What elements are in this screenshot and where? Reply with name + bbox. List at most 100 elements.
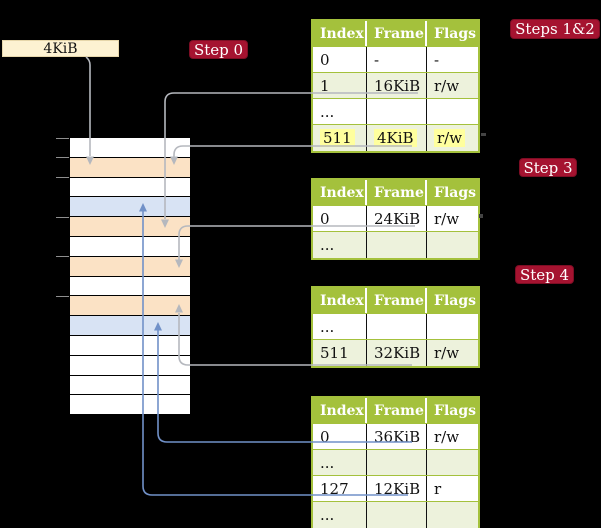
cell-flags: [427, 99, 478, 124]
cell-flags: r/w: [434, 344, 460, 362]
memory-row-40KiB: [70, 335, 190, 356]
highlighted-value: 4KiB: [374, 129, 417, 147]
badge-step-4: Step 4: [515, 265, 574, 284]
table-header-row: Index Frame Flags: [313, 180, 478, 206]
table-row: 0 - -: [313, 47, 478, 73]
cell-flags: r/w: [434, 76, 460, 95]
clipped-arrow-dash: [479, 214, 483, 218]
cell-frame: [367, 502, 427, 528]
cell-frame: 32KiB: [367, 340, 427, 366]
header-flags: Flags: [434, 292, 476, 309]
memory-row-12KiB: [70, 197, 190, 218]
cell-flags: r: [434, 479, 442, 498]
cell-flags: r/w: [434, 427, 460, 446]
cell-index: ...: [313, 232, 367, 258]
address-tick: [56, 295, 69, 297]
memory-row-0KiB: [70, 138, 190, 158]
memory-row-4KiB: [70, 157, 190, 178]
header-frame: Frame: [367, 21, 427, 46]
table-row: ...: [313, 450, 478, 476]
cell-frame: [367, 314, 427, 339]
header-index: Index: [313, 21, 367, 46]
address-tick: [56, 157, 69, 159]
cell-index: 0: [313, 206, 367, 231]
cell-flags: -: [434, 50, 440, 69]
table-row: ...: [313, 99, 478, 125]
badge-steps-1-2: Steps 1&2: [510, 19, 600, 39]
header-index: Index: [313, 398, 367, 423]
memory-column: [56, 137, 190, 416]
badge-step-0: Step 0: [189, 40, 248, 59]
cell-index: 511: [313, 125, 367, 151]
address-tick: [56, 256, 69, 258]
header-index: Index: [313, 288, 367, 313]
cell-flags: [427, 450, 478, 475]
header-frame: Frame: [367, 288, 427, 313]
memory-row-44KiB: [70, 355, 190, 376]
page-table-at-4KiB: Index Frame Flags 0 - - 1 16KiB r/w ... …: [311, 19, 480, 153]
header-index: Index: [313, 180, 367, 205]
cell-index: ...: [313, 99, 367, 124]
cell-flags: r/w: [427, 125, 478, 151]
cell-frame: 24KiB: [367, 206, 427, 231]
header-flags: Flags: [434, 25, 476, 42]
cell-index: 0: [313, 424, 367, 449]
cell-frame: 12KiB: [367, 476, 427, 501]
address-tick: [56, 137, 69, 139]
cell-frame: 16KiB: [367, 73, 427, 98]
cell-index: 0: [313, 47, 367, 72]
table-header-row: Index Frame Flags: [313, 398, 478, 424]
memory-row-16KiB: [70, 217, 190, 237]
memory-row-28KiB: [70, 276, 190, 297]
badge-step-3: Step 3: [519, 158, 577, 177]
cell-index: 511: [313, 340, 367, 366]
cell-flags: r/w: [434, 209, 460, 228]
cell-index: 1: [313, 73, 367, 98]
badge-steps-1-2-label: Steps 1&2: [515, 20, 595, 38]
table-row-recursive-entry: 511 4KiB r/w: [313, 125, 478, 151]
memory-row-32KiB: [70, 296, 190, 317]
table-row: ...: [313, 502, 478, 528]
table-row: ...: [313, 314, 478, 340]
page-table-at-16KiB: Index Frame Flags 0 24KiB r/w ...: [311, 178, 480, 260]
badge-step-3-label: Step 3: [523, 158, 573, 177]
cell-flags: [427, 232, 478, 258]
cr3-address-box: 4KiB: [2, 40, 119, 57]
memory-row-48KiB: [70, 375, 190, 396]
address-tick: [56, 216, 69, 218]
cell-frame: 4KiB: [367, 125, 427, 151]
memory-row-52KiB: [70, 395, 190, 416]
memory-row-8KiB: [70, 177, 190, 198]
cell-index: 127: [313, 476, 367, 501]
badge-step-0-label: Step 0: [193, 40, 244, 59]
clipped-arrow-dash: [481, 133, 486, 136]
cell-frame: 36KiB: [367, 424, 427, 449]
table-row: ...: [313, 232, 478, 258]
header-flags: Flags: [434, 184, 476, 201]
header-flags: Flags: [434, 402, 476, 419]
page-table-at-32KiB: Index Frame Flags 0 36KiB r/w ... 127 12…: [311, 396, 480, 528]
memory-row-36KiB: [70, 316, 190, 336]
table-row: 511 32KiB r/w: [313, 340, 478, 366]
highlighted-value: 511: [320, 129, 355, 147]
highlighted-value: r/w: [434, 129, 466, 147]
cell-frame: -: [367, 47, 427, 72]
table-row: 0 24KiB r/w: [313, 206, 478, 232]
page-table-at-24KiB: Index Frame Flags ... 511 32KiB r/w: [311, 286, 480, 368]
badge-step-4-label: Step 4: [519, 265, 570, 284]
cell-index: ...: [313, 314, 367, 339]
cell-flags: [427, 314, 478, 339]
header-frame: Frame: [367, 398, 427, 423]
cr3-address-label: 4KiB: [43, 40, 78, 57]
table-header-row: Index Frame Flags: [313, 21, 478, 47]
table-row: 127 12KiB r: [313, 476, 478, 502]
memory-row-24KiB: [70, 256, 190, 277]
cell-frame: [367, 232, 427, 258]
table-row: 0 36KiB r/w: [313, 424, 478, 450]
header-frame: Frame: [367, 180, 427, 205]
address-tick: [56, 177, 69, 179]
cell-flags: [427, 502, 478, 528]
table-row: 1 16KiB r/w: [313, 73, 478, 99]
memory-row-20KiB: [70, 236, 190, 257]
